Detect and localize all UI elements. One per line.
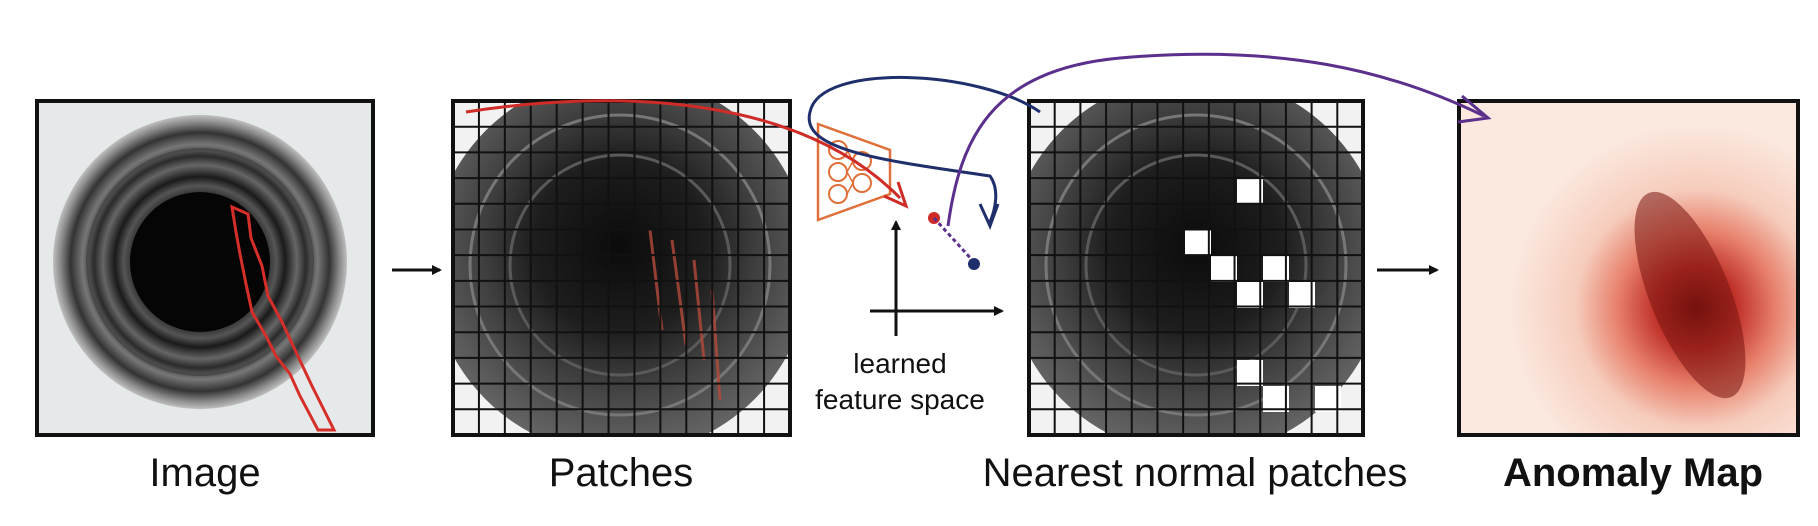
nearest-caption: Nearest normal patches	[982, 451, 1408, 495]
feature-space-line1: learned	[853, 348, 947, 379]
image-panel	[35, 99, 375, 437]
neural-network-icon	[816, 122, 892, 222]
distance-line	[932, 216, 976, 264]
anomaly-map-panel	[1457, 99, 1800, 437]
patches-caption: Patches	[548, 451, 694, 495]
neighbor-point	[968, 258, 980, 270]
patch-grid	[453, 101, 790, 435]
anomaly-score-arrow	[946, 52, 1492, 227]
anomaly-map-caption: Anomaly Map	[1502, 451, 1764, 495]
feature-space-label: learned feature space	[790, 346, 1010, 418]
anomaly-hotspot	[1634, 191, 1746, 399]
feature-space-axes	[870, 220, 1004, 336]
patches-panel	[451, 99, 792, 437]
defect-outline	[230, 204, 337, 432]
feature-space-line2: feature space	[815, 384, 985, 415]
nearest-patch-grid	[1029, 101, 1363, 435]
nearest-neighbor-arrow	[807, 75, 1041, 270]
image-caption: Image	[149, 451, 261, 495]
nearest-panel	[1027, 99, 1365, 437]
